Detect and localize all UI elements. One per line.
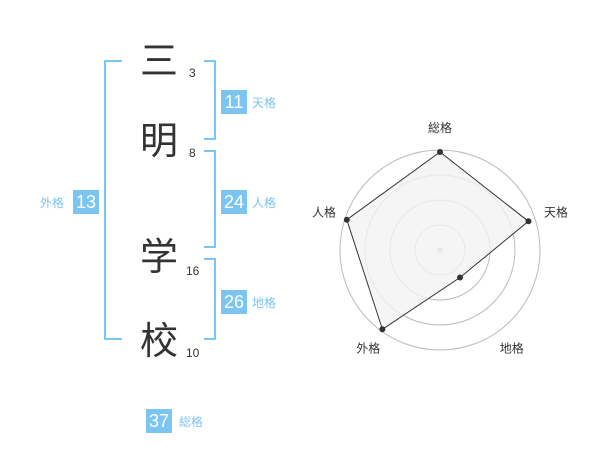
gaikaku-value: 13	[73, 190, 99, 214]
chikaku-bracket	[204, 258, 216, 340]
chikaku-value: 26	[221, 290, 247, 314]
stroke-count-4: 10	[186, 346, 200, 360]
jinkaku-value: 24	[221, 190, 247, 214]
tenkaku-label: 天格	[252, 96, 277, 110]
name-char-2: 明	[140, 119, 179, 163]
jinkaku-label: 人格	[252, 196, 277, 210]
radar-point-2	[456, 274, 463, 281]
radar-point-4	[343, 216, 350, 223]
gaikaku-label: 外格	[40, 196, 65, 210]
tenkaku-value: 11	[221, 90, 247, 114]
soukaku-label: 総格	[179, 415, 204, 429]
radar-axis-label-0: 総格	[428, 120, 452, 135]
stroke-count-2: 8	[189, 146, 196, 160]
radar-axis-label-3: 外格	[356, 341, 380, 356]
chikaku-label: 地格	[252, 296, 277, 310]
radar-point-3	[379, 326, 386, 333]
name-char-3: 学	[140, 235, 179, 279]
gaikaku-bracket	[104, 60, 122, 340]
radar-axis-label-2: 地格	[500, 341, 524, 356]
jinkaku-bracket	[204, 150, 216, 248]
stroke-count-1: 3	[189, 66, 196, 80]
radar-axis-label-1: 天格	[544, 204, 568, 219]
stroke-count-3: 16	[186, 264, 200, 278]
radar-point-0	[437, 149, 443, 155]
radar-point-1	[525, 218, 532, 225]
radar-series-polygon	[346, 151, 530, 331]
soukaku-value: 37	[146, 409, 172, 433]
tenkaku-bracket	[204, 60, 216, 140]
name-char-1: 三	[140, 39, 179, 83]
radar-axis-label-4: 人格	[312, 204, 336, 219]
name-char-4: 校	[140, 319, 179, 363]
